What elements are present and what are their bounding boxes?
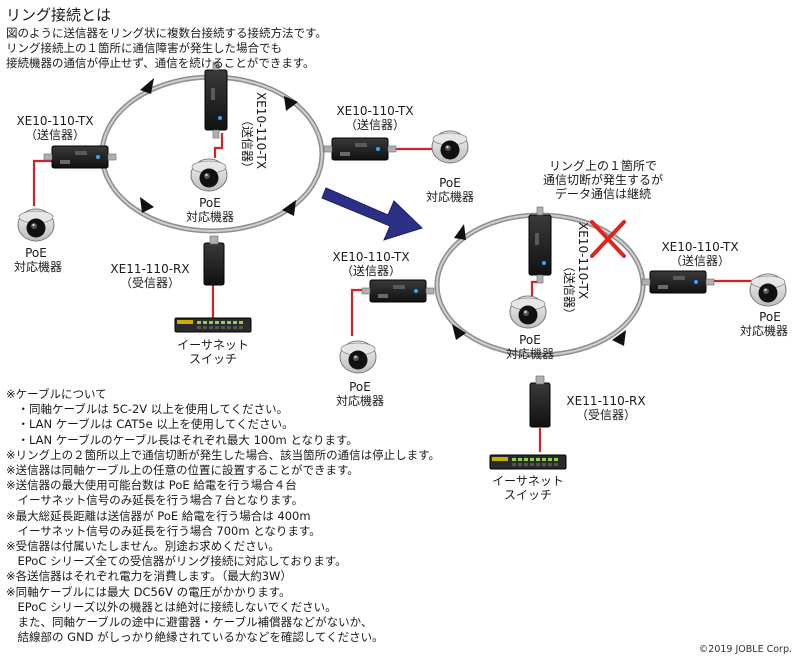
note-line: ※リング上の２箇所以上で通信切断が発生した場合、該当箇所の通信は停止します。 bbox=[6, 447, 440, 462]
cam-center-label: 対応機器 bbox=[505, 347, 554, 361]
note-line: ※各送信器はそれぞれ電力を消費します。（最大約3W） bbox=[6, 569, 292, 584]
tx-left-device bbox=[43, 145, 117, 169]
failure-note: 通信切断が発生するが bbox=[542, 173, 663, 187]
cam-left-label: PoE bbox=[349, 380, 371, 394]
intro-line: 図のように送信器をリング状に複数台接続する接続方法です。 bbox=[6, 26, 327, 40]
note-line: ※送信器は同軸ケーブル上の任意の位置に設置することができます。 bbox=[6, 463, 359, 478]
switch-label: スイッチ bbox=[188, 352, 237, 366]
rx-name: XE11-110-RX bbox=[566, 394, 646, 408]
tx-left-role: （送信器） bbox=[24, 128, 85, 142]
failure-note: データ通信は継続 bbox=[554, 187, 651, 201]
left-ring-arrows bbox=[140, 78, 298, 216]
cam-center-label: PoE bbox=[519, 333, 541, 347]
rx-device bbox=[529, 382, 551, 428]
tx-top-role: （送信器） bbox=[562, 260, 576, 321]
cam-center-label: PoE bbox=[199, 196, 221, 210]
intro-line: リング接続上の１箇所に通信障害が発生した場合でも bbox=[6, 41, 282, 55]
cam-left-label: PoE bbox=[25, 246, 47, 260]
failure-x-mark bbox=[590, 220, 626, 258]
note-line: 結線部の GND がしっかり絶縁されているかなどを確認してください。 bbox=[6, 630, 384, 645]
tx-right-name: XE10-110-TX bbox=[661, 240, 739, 254]
cam-left-label: 対応機器 bbox=[335, 394, 384, 408]
intro-line: 接続機器の通信が停止せず、通信を続けることができます。 bbox=[6, 56, 315, 70]
cam-right-label: PoE bbox=[439, 176, 461, 190]
tx-left-role: （送信器） bbox=[340, 264, 401, 278]
flow-arrow bbox=[282, 200, 296, 216]
rx-role: （受信器） bbox=[575, 408, 636, 422]
tx-top-name: XE10-110-TX bbox=[576, 222, 590, 300]
note-line: ※最大総延長距離は送信器が PoE 給電を行う場合は 400m bbox=[6, 508, 311, 523]
flow-arrow bbox=[284, 96, 298, 111]
page-title: リング接続とは bbox=[6, 6, 112, 24]
note-line: また、同軸ケーブルの途中に避雷器・ケーブル補償器などがないか、 bbox=[6, 615, 373, 630]
flow-arrow bbox=[454, 224, 466, 240]
note-line: ・同軸ケーブルは 5C-2V 以上を使用してください。 bbox=[6, 402, 289, 417]
tx-right-device bbox=[641, 270, 715, 294]
transition-arrow bbox=[321, 187, 423, 241]
rx-device bbox=[203, 242, 225, 286]
tx-left-name: XE10-110-TX bbox=[332, 250, 410, 264]
note-line: ・LAN ケーブルのケーブル長はそれぞれ最大 100m となります。 bbox=[6, 432, 358, 447]
note-line: イーサネット信号のみ延長を行う場合 700m となります。 bbox=[6, 523, 321, 538]
flow-arrow bbox=[140, 197, 154, 213]
note-line: ※受信器は付属いたしません。別途お求めください。 bbox=[6, 539, 280, 554]
tx-top-device bbox=[528, 206, 552, 284]
tx-left-device bbox=[361, 279, 435, 303]
camera-icon bbox=[190, 158, 228, 192]
tx-right-name: XE10-110-TX bbox=[336, 104, 414, 118]
switch-label: スイッチ bbox=[503, 488, 552, 502]
cam-right-label: 対応機器 bbox=[425, 190, 474, 204]
tx-right-role: （送信器） bbox=[344, 118, 405, 132]
right-ring-arrows bbox=[452, 224, 626, 346]
tx-top-name: XE10-110-TX bbox=[254, 92, 268, 170]
cam-center-label: 対応機器 bbox=[185, 210, 234, 224]
flow-arrow bbox=[140, 78, 154, 94]
tx-left-name: XE10-110-TX bbox=[16, 114, 94, 128]
switch-label: イーサネット bbox=[177, 338, 249, 352]
switch-icon bbox=[489, 454, 567, 470]
cam-left-label: 対応機器 bbox=[13, 260, 62, 274]
flow-arrow bbox=[612, 330, 626, 346]
note-line: ※ケーブルについて bbox=[6, 387, 107, 401]
tx-top-device bbox=[204, 61, 228, 139]
camera-icon bbox=[509, 295, 547, 329]
failure-note: リング上の１箇所で bbox=[548, 159, 657, 173]
note-line: イーサネット信号のみ延長を行う場合７台となります。 bbox=[6, 493, 304, 508]
tx-right-device bbox=[323, 137, 397, 161]
note-line: EPoC シリーズ以外の機器とは絶対に接続しないでください。 bbox=[6, 599, 337, 614]
note-line: ※同軸ケーブルには最大 DC56V の電圧がかかります。 bbox=[6, 584, 291, 599]
copyright: ©2019 JOBLE Corp. bbox=[698, 644, 792, 655]
rx-name: XE11-110-RX bbox=[110, 262, 190, 276]
camera-icon bbox=[17, 208, 55, 242]
notes-block: ※ケーブルについて ・同軸ケーブルは 5C-2V 以上を使用してください。 ・L… bbox=[6, 387, 440, 645]
switch-label: イーサネット bbox=[492, 474, 564, 488]
flow-arrow bbox=[452, 324, 466, 340]
note-line: EPoC シリーズ全ての受信器がリング接続に対応しております。 bbox=[6, 554, 347, 569]
camera-icon bbox=[749, 273, 787, 307]
note-line: ・LAN ケーブルは CAT5e 以上を使用してください。 bbox=[6, 417, 294, 432]
camera-icon bbox=[339, 340, 377, 374]
tx-top-label: XE10-110-TX （送信器） bbox=[560, 222, 590, 322]
cam-right-label: PoE bbox=[759, 310, 781, 324]
note-line: ※送信器の最大使用可能台数は PoE 給電を行う場合４台 bbox=[6, 478, 297, 493]
camera-icon bbox=[431, 130, 469, 164]
rx-role: （受信器） bbox=[119, 276, 180, 290]
cam-right-label: 対応機器 bbox=[739, 324, 788, 338]
tx-right-role: （送信器） bbox=[669, 254, 730, 268]
tx-top-role: （送信器） bbox=[240, 114, 254, 175]
switch-icon bbox=[174, 317, 252, 333]
tx-top-label: XE10-110-TX （送信器） bbox=[238, 92, 268, 182]
